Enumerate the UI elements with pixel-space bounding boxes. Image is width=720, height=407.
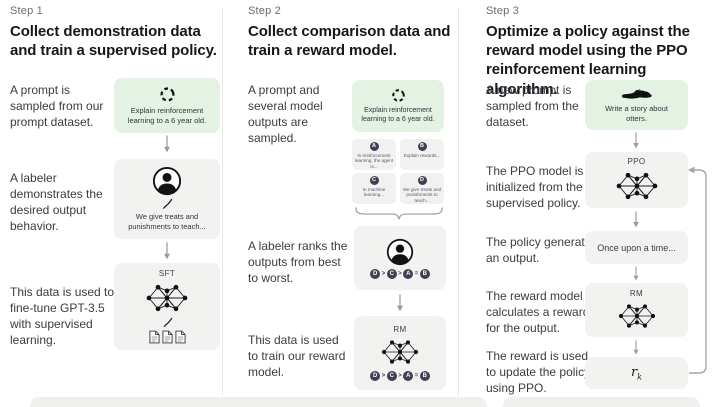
step2-row2-text: A labeler ranks the outputs from best to…: [248, 239, 348, 286]
labeler-icon: [152, 166, 182, 196]
bottom-card-edge-left: [30, 397, 487, 407]
rank-separator: =: [414, 270, 419, 277]
flow-arrow-icon: [631, 132, 641, 149]
step2-title-line1: Collect comparison data and: [248, 23, 451, 40]
column-divider: [222, 8, 223, 396]
step3-row2-text: The PPO model is initialized from the su…: [486, 164, 584, 211]
neural-network-icon: [380, 336, 420, 368]
rank-badge: A: [403, 371, 414, 381]
step3-title-line3: reinforcement learning algorithm.: [486, 61, 647, 98]
step3-row3-text: The policy generates an output.: [486, 235, 598, 266]
pen-icon: [161, 198, 173, 210]
rank-badge: B: [419, 371, 430, 381]
step1-labeler-box: We give treats and punishments to teach.…: [114, 159, 220, 239]
step3-title-line1: Optimize a policy against the: [486, 23, 690, 40]
output-text-c: In machine learning...: [362, 186, 386, 198]
flow-arrow-icon: [631, 266, 641, 281]
step2-prompt-box: Explain reinforcement learning to a 6 ye…: [352, 80, 444, 132]
column-divider: [458, 8, 459, 396]
step3-prompt-box: Write a story about otters.: [585, 80, 688, 130]
rm-label: RM: [629, 288, 644, 298]
step1-row2-text: A labeler demonstrates the desired outpu…: [10, 171, 103, 234]
flow-arrow-icon: [631, 211, 641, 228]
step2-rm-model-box: RM D > C > A = B: [354, 316, 446, 390]
ranking-row: D > C > A = B: [370, 268, 430, 279]
sampled-prompt-icon: [391, 88, 406, 103]
flow-arrow-icon: [631, 340, 641, 355]
output-card-c: C In machine learning...: [352, 173, 396, 204]
output-card-d: D We give treats and punishments to teac…: [400, 173, 444, 204]
prompt-caption: Write a story about otters.: [605, 103, 668, 123]
output-text-d: We give treats and punishments to teach.…: [402, 186, 442, 204]
prompt-caption: Explain reinforcement learning to a 6 ye…: [127, 105, 207, 125]
sft-label: SFT: [158, 269, 176, 278]
step3-row5-text: The reward is used to update the policy …: [486, 349, 591, 396]
step3-ppo-model-box: PPO: [585, 152, 688, 208]
bottom-card-edge-right: [503, 397, 700, 407]
rank-separator: =: [414, 373, 419, 379]
step2-title: Collect comparison data and train a rewa…: [248, 22, 458, 60]
step1-title-line1: Collect demonstration data: [10, 23, 201, 40]
step3-reward-box: rk: [585, 357, 688, 389]
flow-arrow-icon: [395, 294, 405, 312]
rank-badge: C: [386, 371, 397, 381]
flow-arrow-icon: [162, 242, 172, 260]
documents-icon: [149, 330, 186, 344]
rank-separator: >: [381, 373, 386, 379]
pen-icon: [162, 317, 173, 328]
rm-label: RM: [393, 325, 407, 334]
step1-row1-text: A prompt is sampled from our prompt data…: [10, 83, 104, 130]
step3-output-box: Once upon a time...: [585, 231, 688, 264]
neural-network-icon: [145, 280, 189, 316]
neural-network-icon: [617, 300, 657, 332]
step2-labeler-box: D > C > A = B: [354, 226, 446, 290]
step2-row3-text: This data is used to train our reward mo…: [248, 333, 346, 380]
rank-badge: D: [370, 371, 381, 381]
step1-title-line2: and train a supervised policy.: [10, 42, 217, 60]
step1-title: Collect demonstration data and train a s…: [10, 22, 222, 60]
step2-label: Step 2: [248, 5, 282, 17]
rank-badge: B: [419, 268, 430, 279]
step3-title-line2: reward model using the PPO: [486, 42, 688, 60]
step3-title: Optimize a policy against the reward mod…: [486, 22, 712, 99]
step1-prompt-box: Explain reinforcement learning to a 6 ye…: [114, 78, 220, 133]
step3-row1-text: A new prompt is sampled from the dataset…: [486, 83, 579, 130]
reward-symbol: rk: [630, 364, 643, 382]
output-badge-c: C: [369, 176, 379, 185]
step2-row1-text: A prompt and several model outputs are s…: [248, 83, 323, 146]
step1-label: Step 1: [10, 5, 44, 17]
sampled-prompt-icon: [159, 86, 176, 103]
output-text-b: Explain rewards...: [403, 152, 441, 158]
step1-row3-text: This data is used to fine-tune GPT-3.5 w…: [10, 285, 115, 348]
rank-separator: >: [398, 373, 402, 379]
output-text-a: In reinforcement learning, the agent is.…: [354, 152, 394, 170]
step1-sft-model-box: SFT: [114, 263, 220, 350]
otter-icon: [621, 87, 653, 102]
output-badge-b: B: [417, 142, 427, 151]
prompt-caption: Explain reinforcement learning to a 6 ye…: [361, 106, 435, 123]
rank-badge: A: [403, 268, 414, 279]
neural-network-icon: [615, 168, 659, 204]
rank-badge: C: [386, 268, 397, 279]
rank-badge: D: [370, 268, 381, 279]
output-badge-a: A: [369, 142, 379, 151]
step2-title-line2: train a reward model.: [248, 42, 397, 60]
labeler-icon: [386, 238, 414, 266]
output-card-b: B Explain rewards...: [400, 139, 444, 170]
output-card-a: A In reinforcement learning, the agent i…: [352, 139, 396, 170]
rank-separator: >: [381, 270, 386, 277]
brace-icon: [352, 206, 446, 221]
policy-output-text: Once upon a time...: [597, 242, 676, 253]
flow-arrow-icon: [162, 135, 172, 153]
step3-label: Step 3: [486, 5, 520, 17]
labeler-caption: We give treats and punishments to teach.…: [128, 212, 206, 231]
ppo-label: PPO: [627, 156, 646, 166]
ranking-row: D > C > A = B: [370, 371, 430, 381]
rank-separator: >: [398, 270, 402, 277]
step3-rm-model-box: RM: [585, 283, 688, 337]
step3-row4-text: The reward model calculates a reward for…: [486, 289, 590, 336]
output-badge-d: D: [417, 176, 427, 185]
